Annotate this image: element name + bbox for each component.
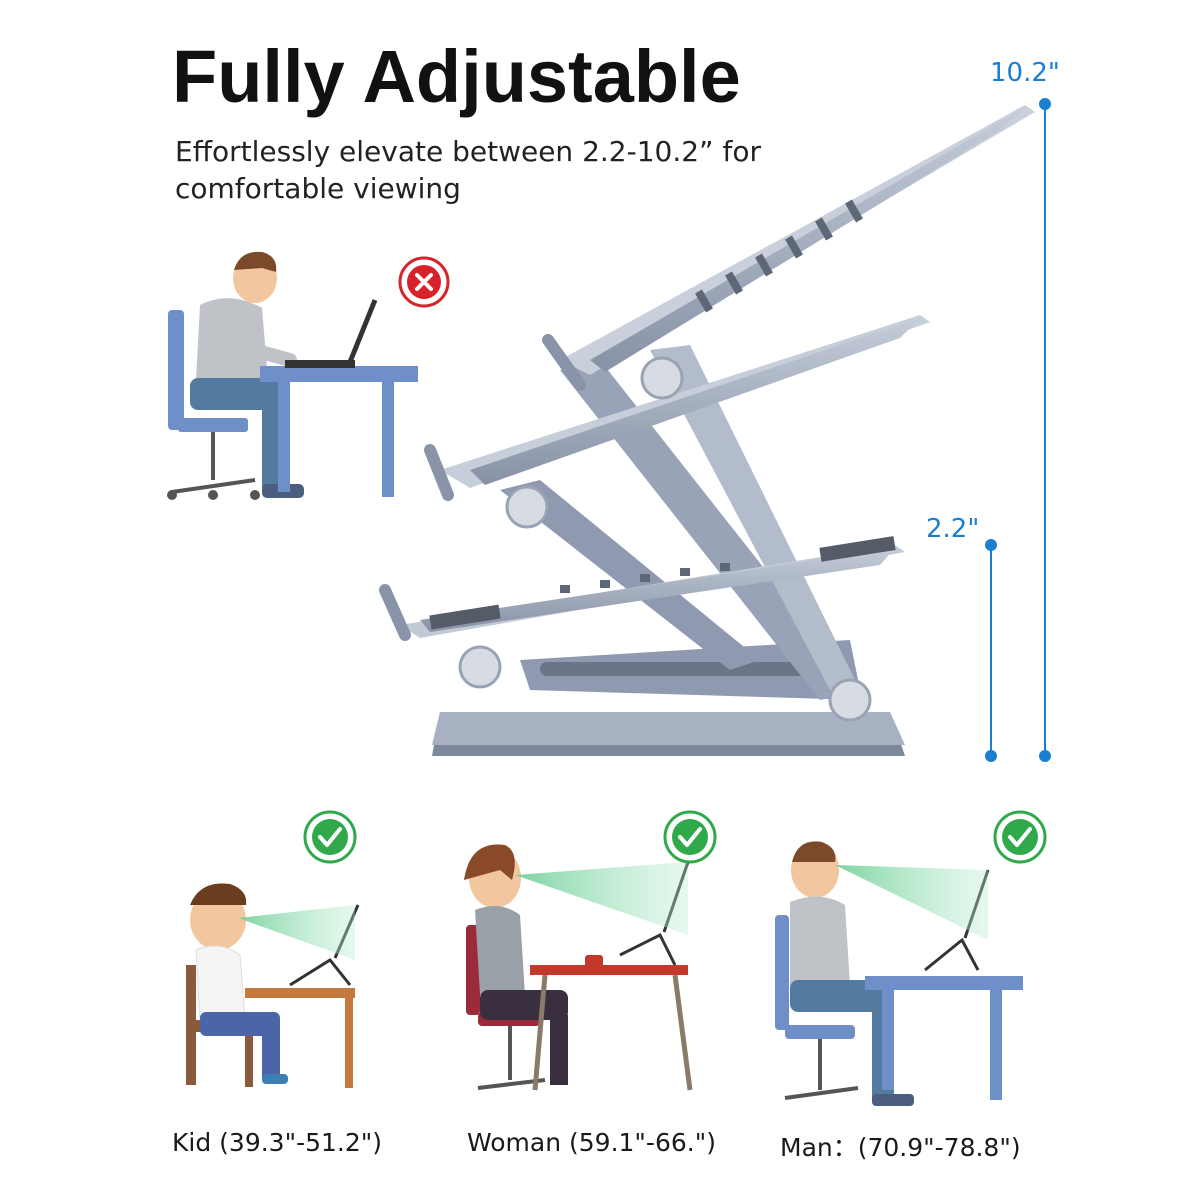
dimension-line-min — [985, 539, 997, 762]
max-height-label: 10.2" — [990, 58, 1060, 88]
kid-check-icon — [303, 810, 357, 864]
woman-illustration — [464, 844, 693, 1091]
wrong-icon — [398, 256, 450, 308]
min-height-label: 2.2" — [926, 514, 980, 544]
page-title: Fully Adjustable — [172, 35, 741, 118]
kid-illustration — [186, 883, 360, 1088]
woman-caption: Woman (59.1"-66.") — [467, 1128, 716, 1157]
dimension-line-max — [1039, 98, 1051, 762]
laptop-stand-illustration — [379, 105, 1035, 756]
man-caption: Man：(70.9"-78.8") — [780, 1133, 1021, 1162]
subtitle-line-2: comfortable viewing — [175, 172, 461, 205]
page-subtitle: Effortlessly elevate between 2.2-10.2” f… — [175, 133, 795, 207]
kid-caption: Kid (39.3"-51.2") — [172, 1128, 383, 1157]
woman-check-icon — [663, 810, 717, 864]
man-illustration — [775, 841, 1023, 1106]
wrong-posture-illustration — [167, 251, 418, 500]
subtitle-line-1: Effortlessly elevate between 2.2-10.2” f… — [175, 135, 761, 168]
man-check-icon — [993, 810, 1047, 864]
